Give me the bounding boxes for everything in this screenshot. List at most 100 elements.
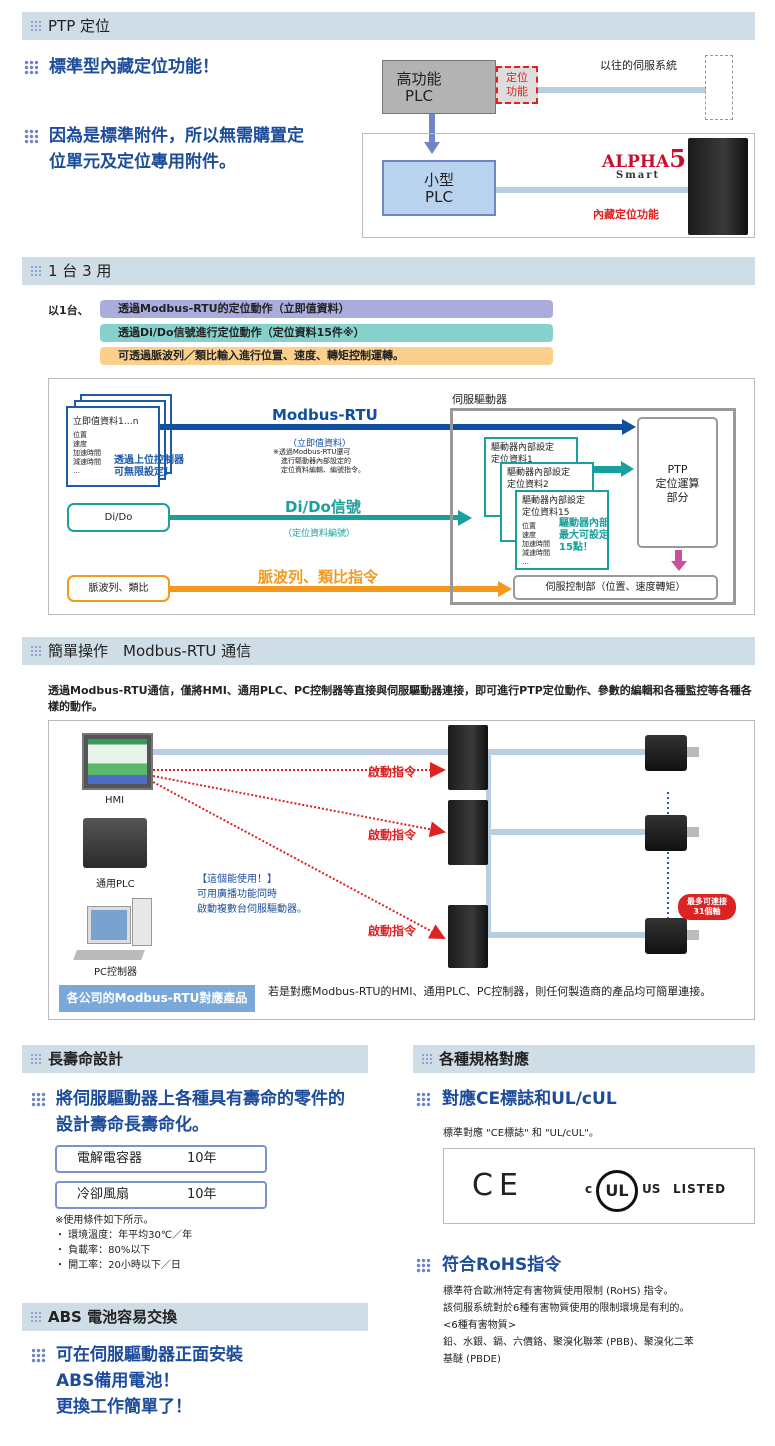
t: PLC: [405, 87, 433, 105]
rohs-title: 符合RoHS指令: [442, 1255, 562, 1275]
header-text: 1 台 3 用: [48, 262, 112, 280]
t: 啟動複數台伺服驅動器。: [197, 904, 307, 915]
legacy-line: [496, 87, 706, 93]
dido-line: [170, 515, 460, 520]
rohs-text: 標準符合歐洲特定有害物質使用限制 (RoHS) 指令。該伺服系統對於6種有害物質…: [443, 1283, 694, 1368]
t: ・ 開工率：20小時以下／日: [55, 1260, 181, 1271]
network-diagram: [48, 720, 755, 1020]
t: 定位資料2: [507, 480, 549, 490]
t: 將伺服驅動器上各種具有壽命的零件的: [56, 1089, 345, 1109]
section-header-abs: ABS 電池容易交換: [22, 1303, 368, 1331]
dots-icon: [30, 1053, 42, 1065]
t: US: [642, 1182, 661, 1196]
t: 部分: [666, 491, 689, 504]
t: 定位資料1: [491, 455, 533, 465]
part-life: 10年: [187, 1187, 217, 1202]
t: 可無限設定！: [114, 467, 174, 478]
dido-label: Di/Do信號: [285, 498, 361, 516]
modbus-sub: （立即值資料）: [288, 439, 352, 449]
dots-icon: [30, 645, 42, 657]
builtin-label: 內藏定位功能: [593, 208, 659, 221]
t: 31個軸: [693, 907, 721, 916]
pc-monitor: [87, 906, 131, 944]
section-header-standards: 各種規格對應: [413, 1045, 755, 1073]
internal-arrow-head: [621, 461, 634, 477]
broadcast-note: 【這個能使用！】可用廣播功能同時啟動複數台伺服驅動器。: [197, 872, 307, 917]
longlife-title: 將伺服驅動器上各種具有壽命的零件的設計壽命長壽命化。: [56, 1086, 345, 1138]
pink-arrow-head: [671, 561, 687, 571]
header-text: 各種規格對應: [439, 1050, 530, 1068]
lead-text: 以1台、: [48, 304, 89, 317]
bus-vertical: [486, 755, 491, 935]
t: ALPHA: [602, 152, 670, 172]
legacy-servo-dashed: [705, 55, 733, 120]
pink-arrow: [675, 550, 682, 562]
internal-doc-15: 驅動器內部設定定位資料15 位置速度加速時間減速時間…: [515, 490, 609, 570]
ce-text: 標準對應 "CE標誌" 和 "UL/cUL"。: [443, 1128, 599, 1139]
hmi-screen: [88, 739, 147, 784]
bus-line-1: [152, 749, 652, 755]
header-text: PTP 定位: [48, 17, 111, 35]
pc-tower: [132, 898, 152, 946]
dido-arrow-head: [458, 510, 472, 526]
servo-drive-3: [448, 905, 488, 968]
dots-icon: [24, 129, 39, 144]
t: 加速時間: [73, 449, 101, 457]
internal-arrow: [593, 466, 623, 473]
pulse-label: 脈波列、類比指令: [258, 568, 379, 586]
mode-bar-modbus: 透過Modbus-RTU的定位動作（立即值資料）: [100, 300, 553, 318]
servo-motor-1: [645, 735, 699, 771]
position-func-dashed: 定位功能: [496, 66, 538, 104]
t: 高功能: [396, 70, 442, 88]
t: 該伺服系統對於6種有害物質使用的限制環境是有利的。: [443, 1303, 690, 1314]
dots-icon: [421, 1053, 433, 1065]
t: c: [585, 1182, 593, 1196]
pulse-line: [170, 586, 500, 592]
plc-image: [83, 818, 147, 868]
dido-sub: （定位資料編號）: [283, 529, 356, 539]
pc-label: PC控制器: [94, 967, 138, 978]
t: ABS備用電池！: [56, 1371, 180, 1391]
t: 標準符合歐洲特定有害物質使用限制 (RoHS) 指令。: [443, 1286, 674, 1297]
legacy-label: 以往的伺服系統: [600, 59, 677, 72]
servo-motor-3: [645, 918, 699, 954]
t: 【這個能使用！】: [197, 874, 277, 885]
t: 驅動器內部設定: [507, 468, 571, 478]
items: 位置速度加速時間減速時間…: [522, 522, 602, 567]
header-text: 簡單操作 Modbus-RTU 通信: [48, 642, 252, 660]
new-line: [496, 187, 691, 193]
products-note: 若是對應Modbus-RTU的HMI、通用PLC、PC控制器，則任何製造商的產品…: [268, 985, 712, 998]
servo-drive-1: [448, 725, 488, 790]
t: 定位: [506, 71, 528, 84]
t: 減速時間: [522, 549, 550, 557]
servo-control-box: 伺服控制部（位置、速度轉矩）: [513, 575, 718, 600]
t: 鉛、水銀、鎘、六價鉻、聚溴化聯苯 (PBB)、聚溴化二苯: [443, 1337, 694, 1348]
t: PTP: [667, 463, 688, 476]
ce-title: 對應CE標誌和UL/cUL: [442, 1089, 617, 1109]
pulse-arrow-head: [498, 581, 512, 597]
dots-icon: [31, 1092, 46, 1107]
dots-icon: [24, 60, 39, 75]
t: 可在伺服驅動器正面安裝: [56, 1345, 243, 1365]
t: ※透過Modbus-RTU還可: [273, 448, 351, 456]
plc-label: 通用PLC: [96, 879, 135, 890]
t: 定位資料編輯、編號指令。: [281, 466, 365, 474]
t: 透過上位控制器: [114, 455, 184, 466]
t: 最大可設定: [559, 530, 609, 541]
bullet-title: 標準型內藏定位功能！: [49, 57, 219, 77]
t: <6種有害物質>: [443, 1320, 517, 1331]
ce-mark: CE: [472, 1168, 524, 1203]
mode-bar-pulse: 可透過脈波列／類比輸入進行位置、速度、轉矩控制運轉。: [100, 347, 553, 365]
t: 功能: [506, 85, 528, 98]
t: 驅動器內部設定: [522, 496, 586, 506]
start-command-2: 啟動指令: [368, 828, 417, 842]
t: …: [522, 558, 529, 566]
pulse-box: 脈波列、類比: [67, 575, 170, 602]
down-arrow: [429, 114, 435, 144]
